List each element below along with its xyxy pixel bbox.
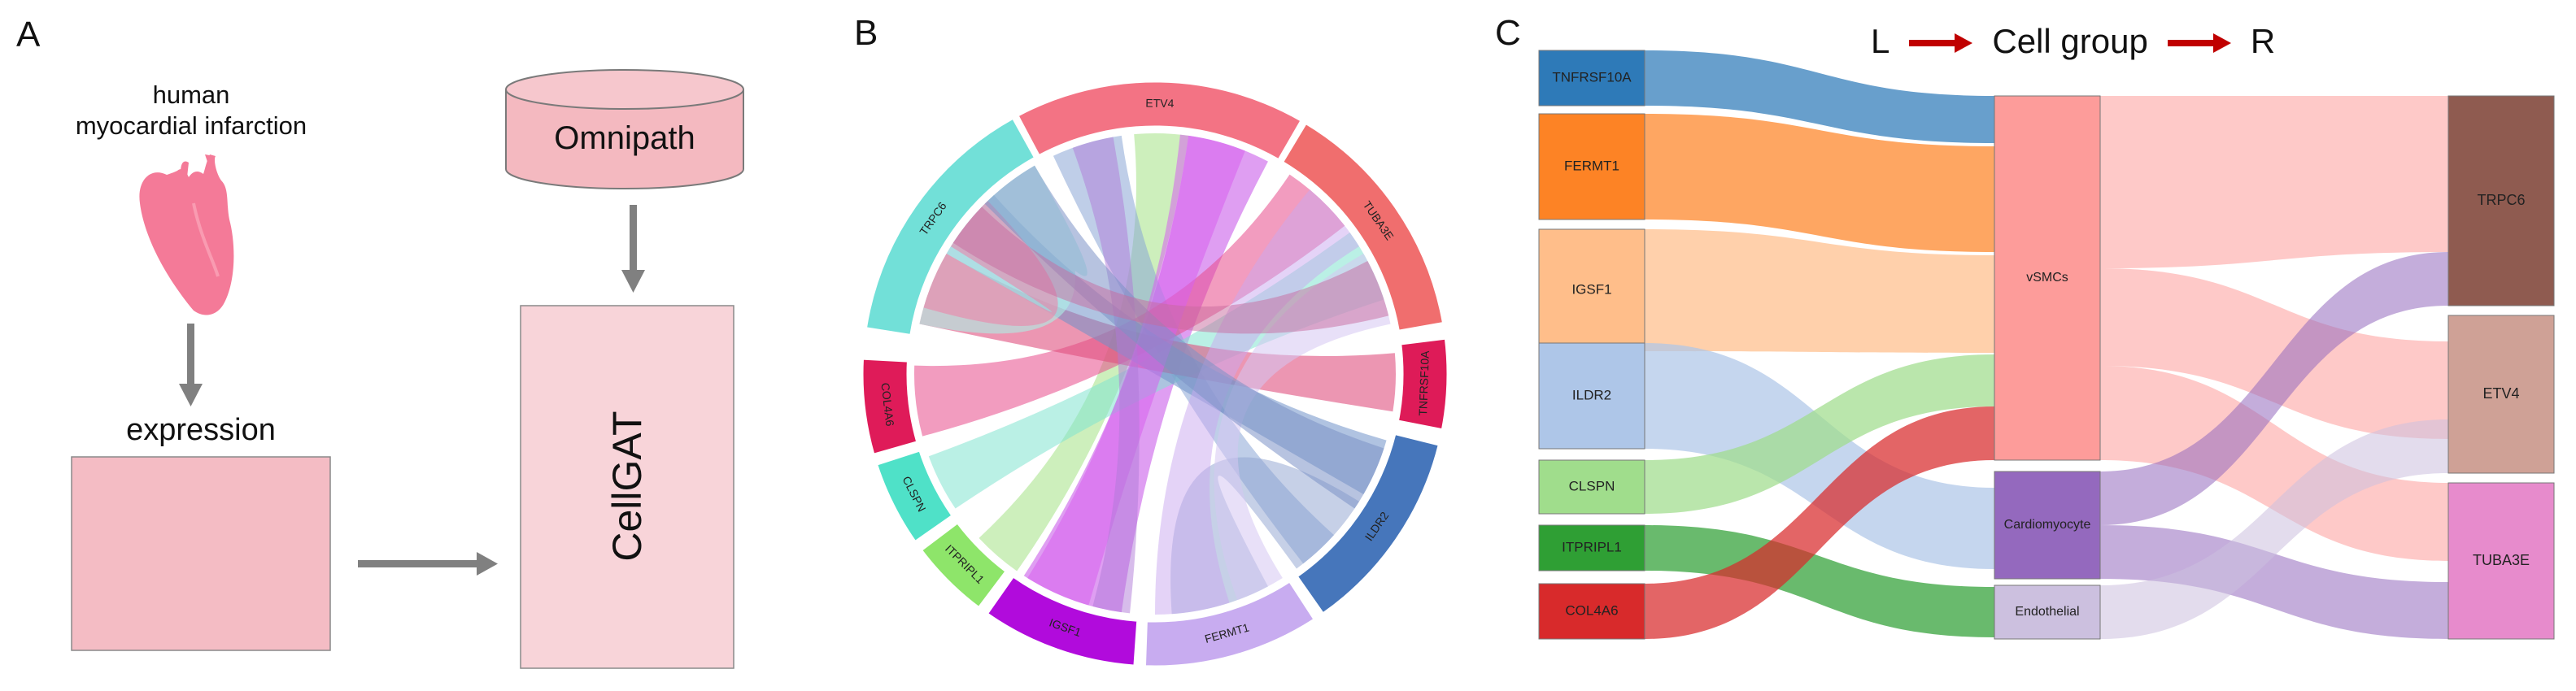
sankey-link [1645,525,1994,637]
sankey-link [1645,406,1994,639]
chord-label: COL4A6 [878,382,896,427]
chord-ribbon [984,165,1384,509]
right-node-label: ETV4 [2482,385,2519,402]
middle-node-endothelial [1994,585,2101,640]
panel-a-title-line1: human [152,80,230,109]
panel-a-title-line2: myocardial infarction [75,111,307,140]
left-node-tnfrsf10a [1538,50,1645,106]
middle-node-label: Cardiomyocyte [2004,518,2091,532]
panel-a-title: human myocardial infarction [41,80,342,141]
sankey-link [1645,50,1994,143]
header-right-label: R [2250,22,2276,60]
arrow-down-icon [179,324,203,406]
chord-diagram: ETV4TUBA3ETNFRSF10AILDR2FERMT1IGSF1ITPRI… [861,80,1449,668]
sankey-link [1645,229,1994,353]
middle-node-vsmcs [1994,95,2101,461]
arrow-down-icon [621,205,645,293]
left-node-label: COL4A6 [1565,602,1618,618]
right-node-tuba3e [2447,482,2555,640]
sankey-link [2100,366,2448,561]
expression-box [71,456,331,651]
cellgat-label: CellGAT [604,411,650,562]
red-arrow-icon [1909,22,1973,61]
left-node-igsf1 [1538,228,1645,352]
left-node-ildr2 [1538,342,1645,450]
left-node-label: CLSPN [1569,478,1615,493]
cellgat-box [520,305,734,669]
sankey-link [2100,525,2448,639]
arrow-right-icon [358,552,498,576]
expression-label: expression [126,413,276,447]
middle-node-label: vSMCs [2026,271,2068,285]
chord-sector-tnfrsf10a [1396,337,1449,432]
middle-node-label: Endothelial [2015,605,2079,619]
chord-sector-tuba3e [1280,121,1445,332]
right-node-etv4 [2447,315,2555,474]
header-left-label: L [1871,22,1890,60]
left-node-label: TNFRSF10A [1552,69,1632,85]
heart-icon [139,154,234,315]
chord-ribbon [952,206,1389,334]
chord-sector-igsf1 [985,574,1140,667]
chord-label: ETV4 [1145,96,1175,110]
omnipath-label: Omnipath [554,120,695,156]
left-node-col4a6 [1538,583,1645,640]
chord-sector-itpripl1 [919,520,1009,610]
panel-a-letter: A [16,15,41,54]
sankey-link [1645,114,1994,252]
chord-sector-fermt1 [1143,579,1317,668]
right-node-trpc6 [2447,95,2555,306]
left-node-label: FERMT1 [1564,158,1619,173]
chord-sector-etv4 [1015,80,1304,162]
sankey-link [2100,419,2448,639]
panel-c-letter: C [1495,13,1521,53]
left-node-label: IGSF1 [1571,281,1611,297]
red-arrow-icon [2167,22,2231,61]
left-node-fermt1 [1538,113,1645,220]
header-middle-label: Cell group [1992,22,2148,60]
chord-ribbon [1155,189,1360,615]
chord-ribbon [1072,137,1140,614]
sankey-link [2100,268,2448,439]
chord-sector-trpc6 [864,116,1037,337]
chord-label: TNFRSF10A [1416,350,1432,416]
panel-a-graphics [71,69,744,669]
sankey-header: L Cell group R [1871,20,2275,63]
sankey-link [2100,252,2448,525]
left-node-clspn [1538,459,1645,515]
chord-ribbon [914,174,1345,437]
right-node-label: TUBA3E [2473,552,2530,568]
sankey-link [1645,354,1994,514]
chord-sector-clspn [874,449,955,544]
left-node-label: ILDR2 [1572,387,1611,402]
sankey-link [2100,96,2448,268]
chord-sector-ildr2 [1295,432,1441,615]
middle-node-cardiomyocyte [1994,471,2101,580]
chord-sector-col4a6 [861,357,919,457]
left-node-itpripl1 [1538,524,1645,571]
chord-ribbon [919,254,1397,412]
left-node-label: ITPRIPL1 [1562,539,1622,554]
panel-b-letter: B [854,13,878,53]
database-icon [505,69,744,189]
right-node-label: TRPC6 [2477,192,2525,208]
